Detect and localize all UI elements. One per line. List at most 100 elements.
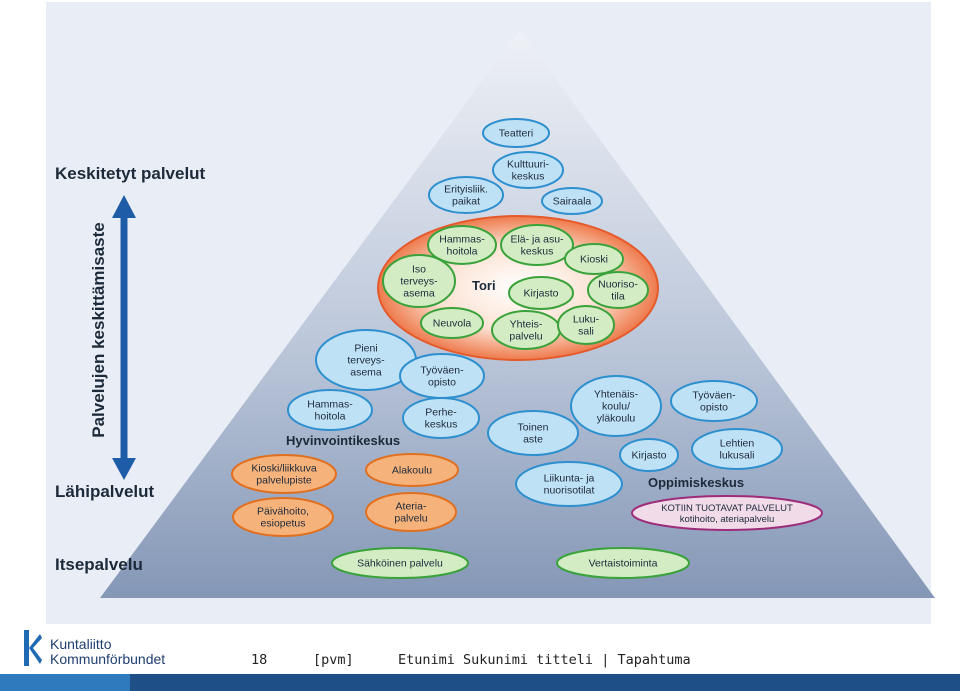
service-node: Päivähoito,esiopetus [232, 497, 334, 537]
logo-text-line1: Kuntaliitto [50, 636, 112, 652]
service-label: terveys- [400, 276, 438, 288]
service-node: Kirjasto [508, 276, 574, 310]
arrow-head-down [112, 458, 136, 480]
service-node: Teatteri [482, 118, 550, 148]
service-node: Kulttuuri-keskus [492, 151, 564, 189]
service-node: Yhteis-palvelu [491, 310, 561, 350]
service-label: Sairaala [553, 196, 592, 208]
service-node: Työväen-opisto [399, 353, 485, 399]
service-label: keskus [512, 171, 545, 183]
service-bubble [287, 389, 373, 431]
service-label: yläkoulu [597, 413, 636, 425]
service-label: Perhe- [425, 407, 457, 419]
service-bubble [508, 276, 574, 310]
service-label: Sähköinen palvelu [357, 558, 443, 570]
level-label-bottom: Itsepalvelu [55, 555, 143, 574]
service-label: Lehtien [720, 438, 755, 450]
service-label: Elä- ja asu- [510, 234, 564, 246]
service-bubble [232, 497, 334, 537]
group-label-hyvinvointikeskus: Hyvinvointikeskus [286, 433, 400, 448]
service-node: Vertaistoiminta [556, 547, 690, 579]
service-bubble [427, 225, 497, 265]
service-label: Työväen- [420, 365, 464, 377]
service-node: Kirjasto [619, 438, 679, 472]
service-label: Kulttuuri- [507, 159, 550, 171]
service-node: Ateria-palvelu [365, 492, 457, 532]
service-label: Kirjasto [631, 450, 666, 462]
service-label: tila [611, 291, 625, 303]
service-label: Neuvola [433, 318, 472, 330]
axis-label: Palvelujen keskittämisaste [89, 222, 108, 438]
level-label-top: Keskitetyt palvelut [55, 164, 206, 183]
service-bubble [570, 375, 662, 437]
group-label-oppimiskeskus: Oppimiskeskus [648, 475, 744, 490]
logo-text-line2: Kommunförbundet [50, 651, 166, 667]
service-node: Hammas-hoitola [427, 225, 497, 265]
service-label: keskus [521, 246, 554, 258]
service-node: Sähköinen palvelu [331, 547, 469, 579]
service-bubble [487, 410, 579, 456]
service-node: Erityisliik.paikat [428, 176, 504, 214]
service-bubble [492, 151, 564, 189]
service-node: Elä- ja asu-keskus [500, 224, 574, 266]
service-label: Ateria- [396, 501, 427, 513]
service-node: Hammas-hoitola [287, 389, 373, 431]
service-bubble [515, 461, 623, 507]
service-label: Nuoriso- [598, 279, 638, 291]
service-label: asema [350, 367, 382, 379]
footer-bar-accent [0, 674, 130, 691]
service-node: Sairaala [541, 187, 603, 215]
service-bubble [691, 428, 783, 470]
kuntaliitto-logo-icon [24, 630, 42, 666]
service-label: palvelu [509, 331, 542, 343]
service-bubble [382, 254, 456, 308]
service-label: paikat [452, 196, 480, 208]
service-node: Luku-sali [557, 305, 615, 345]
service-bubble [556, 547, 690, 579]
service-bubble [365, 492, 457, 532]
service-label: aste [523, 434, 543, 446]
service-bubble [541, 187, 603, 215]
level-label-middle: Lähipalvelut [55, 482, 155, 501]
service-label: Hammas- [307, 399, 353, 411]
footer-bar [0, 674, 960, 691]
service-bubble [557, 305, 615, 345]
service-label: palvelupiste [256, 475, 312, 487]
group-label-tori: Tori [472, 278, 496, 293]
service-label: sali [578, 326, 594, 338]
service-label: hoitola [447, 246, 478, 258]
service-bubble [428, 176, 504, 214]
service-label: asema [403, 288, 435, 300]
service-label: kotihoito, ateriapalvelu [680, 514, 775, 525]
service-node: Työväen-opisto [670, 380, 758, 422]
service-label: Iso [412, 264, 426, 276]
service-label: Erityisliik. [444, 184, 488, 196]
service-label: terveys- [347, 355, 385, 367]
service-bubble [631, 495, 823, 531]
service-node: Neuvola [420, 307, 484, 339]
service-bubble [365, 453, 459, 487]
service-label: koulu/ [602, 401, 630, 413]
service-node: Alakoulu [365, 453, 459, 487]
service-bubble [402, 397, 480, 439]
service-label: keskus [425, 419, 458, 431]
service-label: opisto [700, 402, 728, 414]
service-label: palvelu [394, 513, 427, 525]
service-label: lukusali [719, 450, 754, 462]
service-label: opisto [428, 377, 456, 389]
service-label: hoitola [315, 411, 346, 423]
service-bubble [587, 271, 649, 309]
service-label: Liikunta- ja [544, 473, 595, 485]
service-label: Luku- [573, 314, 600, 326]
page-number: 18 [251, 652, 268, 668]
presenter-line: Etunimi Sukunimi titteli | Tapahtuma [398, 652, 691, 668]
arrow-head-up [112, 195, 136, 218]
service-bubble [564, 243, 624, 275]
service-label: Kioski [580, 254, 608, 266]
service-node: Kioski [564, 243, 624, 275]
